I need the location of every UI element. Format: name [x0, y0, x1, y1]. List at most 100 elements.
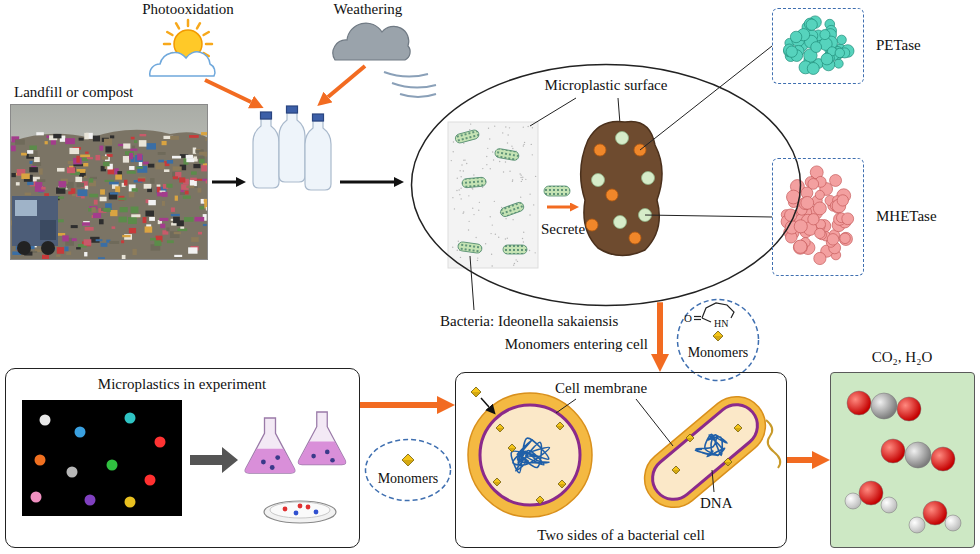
- culture-speckle: [492, 151, 493, 152]
- leader-line: [470, 256, 474, 310]
- culture-speckle: [524, 142, 525, 143]
- garbage-speck: [198, 188, 202, 193]
- plastic-bottles: [305, 114, 331, 190]
- culture-speckle: [457, 250, 458, 251]
- node-text: DNA: [700, 495, 733, 512]
- molecule-art: [859, 481, 883, 505]
- garbage-speck: [15, 139, 25, 144]
- petri-dish: [314, 510, 319, 515]
- monomer-diamond: [713, 336, 723, 341]
- connector: [360, 402, 437, 408]
- microplastic-sample: [85, 495, 96, 506]
- monomer-diamond: [402, 454, 414, 466]
- diagram-node: CO₂, H₂O: [830, 346, 975, 548]
- culture-speckle: [507, 134, 508, 135]
- molecule-art: [847, 391, 871, 415]
- garbage-speck: [79, 138, 84, 141]
- node-text: Secrete: [541, 221, 585, 238]
- garbage-speck: [11, 132, 208, 260]
- flow-arrow: [340, 181, 394, 184]
- garbage-speck: [186, 186, 194, 189]
- culture-speckle: [472, 188, 473, 189]
- box-outline: [772, 158, 864, 276]
- erlenmeyer-flask: [330, 458, 335, 463]
- culture-speckle: [513, 264, 514, 265]
- ellipse-outline: [366, 440, 451, 501]
- garbage-speck: [110, 135, 114, 138]
- culture-speckle: [485, 243, 486, 244]
- garbage-speck: [101, 243, 108, 247]
- garbage-speck: [118, 217, 126, 223]
- round-bacterial-cell: [468, 393, 592, 517]
- landfill-photo: [10, 104, 208, 260]
- petri-dish: [298, 504, 303, 509]
- sun-icon: [150, 52, 215, 76]
- culture-speckle: [495, 234, 496, 235]
- sun-icon: [150, 20, 215, 76]
- garbage-speck: [102, 156, 109, 160]
- petri-dish: [294, 511, 299, 516]
- landfill-photo: [10, 104, 208, 260]
- monomer-diamond: [536, 500, 544, 504]
- microplastic-sample: [125, 413, 136, 424]
- garbage-speck: [73, 164, 83, 166]
- erlenmeyer-flask: [325, 450, 330, 455]
- culture-speckle: [473, 214, 474, 215]
- garbage-speck: [91, 207, 95, 212]
- molecule-art: [871, 393, 897, 419]
- culture-speckle: [462, 213, 463, 214]
- leader-line: [556, 399, 576, 413]
- garbage-speck: [99, 146, 103, 151]
- monomer-diamond: [508, 448, 516, 452]
- connector: [645, 215, 772, 217]
- monomer-diamond: [556, 422, 564, 430]
- leader-line: [712, 470, 714, 492]
- culture-speckle: [521, 181, 522, 182]
- garbage-speck: [112, 226, 116, 229]
- garbage-speck: [145, 226, 153, 232]
- garbage-speck: [132, 249, 136, 255]
- erlenmeyer-flask: [261, 460, 266, 465]
- caprolactam-structure: [702, 318, 711, 322]
- garbage-speck: [83, 163, 88, 166]
- culture-speckle: [469, 129, 470, 130]
- diagram-node: Landfill or compost: [10, 84, 210, 262]
- garbage-speck: [137, 154, 142, 161]
- mhetase-enzyme: [808, 179, 819, 190]
- sun-icon: [204, 32, 209, 35]
- garbage-speck: [93, 136, 100, 142]
- culture-speckle: [505, 126, 506, 127]
- culture-speckle: [522, 177, 523, 178]
- garbage-speck: [159, 218, 168, 221]
- garbage-speck: [186, 155, 193, 159]
- garbage-speck: [143, 162, 149, 165]
- garbage-speck: [193, 164, 200, 168]
- garbage-speck: [129, 192, 135, 197]
- culture-speckle: [454, 208, 455, 209]
- monomer-diamond: [558, 480, 566, 488]
- culture-speckle: [478, 209, 479, 210]
- garbage-speck: [84, 239, 92, 245]
- garbage-speck: [157, 192, 164, 196]
- culture-speckle: [527, 126, 528, 127]
- garbage-speck: [84, 176, 87, 178]
- garbage-speck: [110, 192, 118, 194]
- garbage-speck: [143, 217, 147, 223]
- culture-speckle: [505, 238, 506, 239]
- garbage-speck: [76, 247, 81, 249]
- garbage-speck: [173, 176, 178, 179]
- garbage-speck: [201, 165, 208, 171]
- monomer-diamond: [536, 496, 544, 504]
- microplastic-particle: [614, 216, 627, 229]
- garbage-speck: [145, 211, 154, 217]
- annotation-label: Weathering: [334, 1, 403, 18]
- microplastic-particle: [642, 172, 655, 185]
- garbage-speck: [138, 178, 145, 181]
- garbage-speck: [103, 162, 110, 166]
- garbage-speck: [121, 240, 124, 243]
- erlenmeyer-flask: [298, 412, 345, 465]
- erlenmeyer-flask: [245, 449, 295, 473]
- garbage-speck: [174, 232, 181, 234]
- garbage-speck: [59, 181, 67, 187]
- culture-speckle: [494, 125, 495, 126]
